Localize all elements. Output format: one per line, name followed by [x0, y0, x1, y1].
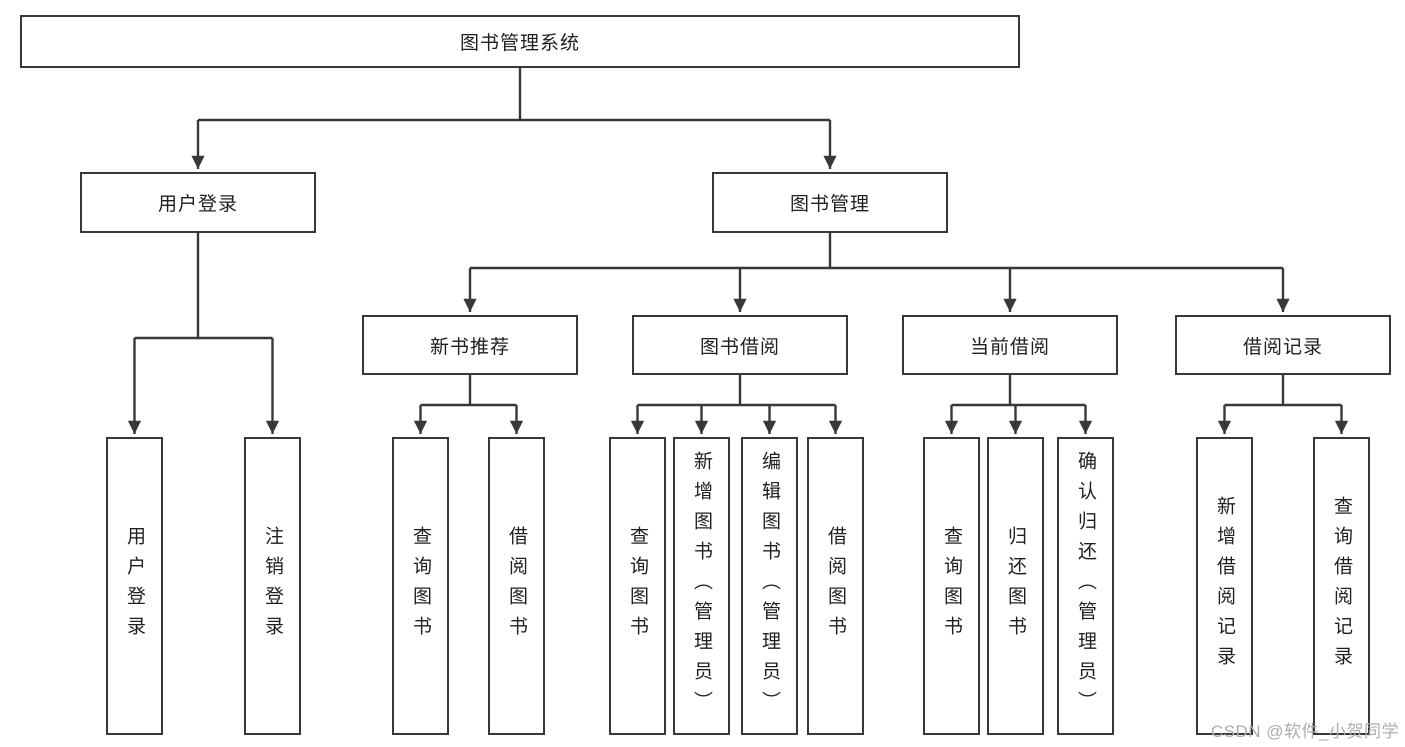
- node-new-book-recommend: 新书推荐: [362, 315, 578, 375]
- leaf-label: 借阅图书: [825, 526, 846, 646]
- leaf-add-books-admin: 新增图书（管理员）: [673, 437, 730, 735]
- leaf-borrow-books: 借阅图书: [807, 437, 864, 735]
- leaf-query-books-current: 查询图书: [923, 437, 980, 735]
- leaf-return-books: 归还图书: [987, 437, 1044, 735]
- leaf-add-borrow-record: 新增借阅记录: [1196, 437, 1253, 735]
- leaf-label: 归还图书: [1005, 526, 1026, 646]
- leaf-edit-books-admin: 编辑图书（管理员）: [741, 437, 798, 735]
- node-user-login: 用户登录: [80, 172, 316, 233]
- leaf-query-books-recommend: 查询图书: [392, 437, 449, 735]
- node-current-borrow: 当前借阅: [902, 315, 1118, 375]
- leaf-label: 注销登录: [262, 526, 283, 646]
- leaf-confirm-return-admin: 确认归还（管理员）: [1057, 437, 1114, 735]
- leaf-query-books-borrow: 查询图书: [609, 437, 666, 735]
- leaf-label: 新增借阅记录: [1214, 496, 1235, 676]
- leaf-label: 查询图书: [627, 526, 648, 646]
- leaf-query-borrow-record: 查询借阅记录: [1313, 437, 1370, 735]
- leaf-label: 新增图书（管理员）: [691, 451, 712, 721]
- leaf-label: 借阅图书: [506, 526, 527, 646]
- leaf-label: 用户登录: [124, 526, 145, 646]
- leaf-label: 查询图书: [941, 526, 962, 646]
- leaf-label: 查询图书: [410, 526, 431, 646]
- node-library-system: 图书管理系统: [20, 15, 1020, 68]
- node-borrow-records: 借阅记录: [1175, 315, 1391, 375]
- leaf-label: 查询借阅记录: [1331, 496, 1352, 676]
- leaf-logout: 注销登录: [244, 437, 301, 735]
- node-book-borrow: 图书借阅: [632, 315, 848, 375]
- leaf-user-login: 用户登录: [106, 437, 163, 735]
- leaf-borrow-books-recommend: 借阅图书: [488, 437, 545, 735]
- node-book-management: 图书管理: [712, 172, 948, 233]
- leaf-label: 编辑图书（管理员）: [759, 451, 780, 721]
- csdn-watermark: CSDN @软件_小贺同学: [1210, 722, 1399, 741]
- leaf-label: 确认归还（管理员）: [1075, 451, 1096, 721]
